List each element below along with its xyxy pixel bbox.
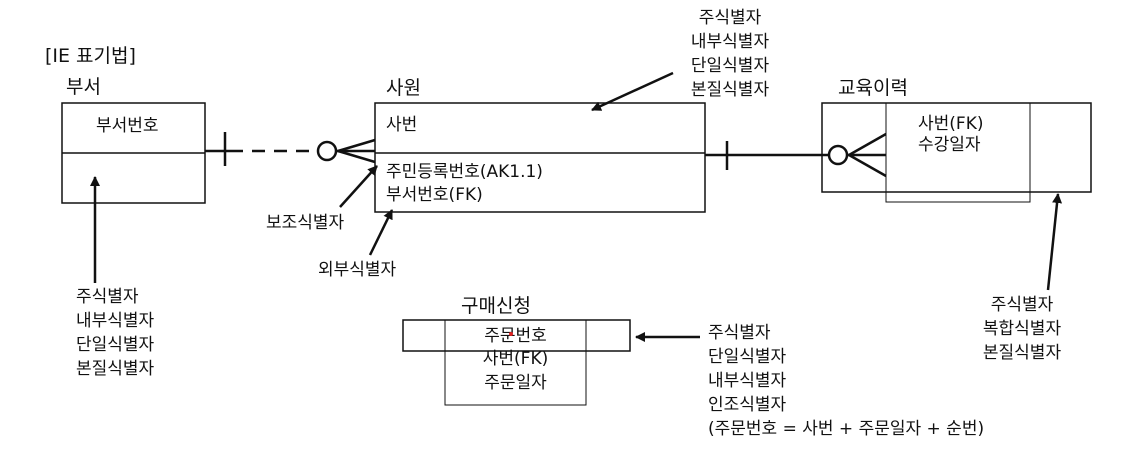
foreign-key-annotation: 외부식별자	[318, 260, 397, 280]
dept-entity-name: 부서	[66, 76, 101, 98]
order-pk-attr: 주문번호	[484, 326, 547, 346]
emp-entity-name: 사원	[386, 77, 421, 99]
emp-pk-annotation: 주식별자 내부식별자 단일식별자 본질식별자	[676, 6, 784, 102]
edu-pk-attr-1: 사번(FK)	[918, 114, 984, 134]
annotation-line: 단일식별자	[76, 335, 155, 355]
annotation-line: 주식별자	[708, 323, 771, 343]
order-attr-emp-fk: 사번(FK)	[482, 349, 549, 369]
annotation-line: 본질식별자	[76, 359, 155, 379]
emp-entity-box	[374, 102, 706, 213]
dept-pk-annotation: 주식별자 내부식별자 단일식별자 본질식별자	[76, 285, 154, 381]
emp-edu-relationship	[705, 132, 887, 178]
arrow-foreign-key	[368, 209, 394, 256]
order-entity-name: 구매신청	[461, 295, 531, 317]
marker-dot	[509, 332, 513, 336]
arrow-emp-pk	[591, 71, 674, 112]
arrow-edu-pk	[1046, 193, 1063, 291]
order-attr-date: 주문일자	[484, 373, 547, 393]
emp-attr-fk: 부서번호(FK)	[386, 185, 483, 205]
arrow-alt-key	[339, 165, 378, 208]
annotation-line: 주식별자	[990, 295, 1054, 315]
annotation-line: (주문번호 = 사번 + 주문일자 + 순번)	[708, 419, 985, 439]
annotation-line: 인조식별자	[708, 395, 787, 415]
dept-pk-attr: 부서번호	[96, 116, 159, 136]
annotation-line: 내부식별자	[76, 311, 155, 331]
emp-attr-alt-key: 주민등록번호(AK1.1)	[386, 162, 543, 182]
annotation-line: 주식별자	[76, 287, 139, 307]
annotation-line: 단일식별자	[708, 347, 787, 367]
edu-pk-attr-2: 수강일자	[918, 135, 981, 155]
dept-emp-relationship	[205, 132, 376, 166]
annotation-line: 내부식별자	[690, 32, 770, 52]
edu-entity-inner-box	[885, 102, 1031, 203]
order-entity-inner-box	[444, 319, 587, 406]
annotation-line: 본질식별자	[690, 80, 770, 100]
annotation-line: 복합식별자	[982, 319, 1062, 339]
notation-label: [IE 표기법]	[45, 45, 136, 67]
order-pk-annotation: 주식별자 단일식별자 내부식별자 인조식별자 (주문번호 = 사번 + 주문일자…	[708, 321, 984, 441]
annotation-line: 본질식별자	[982, 343, 1062, 363]
edu-pk-annotation: 주식별자 복합식별자 본질식별자	[968, 293, 1076, 365]
annotation-line: 내부식별자	[708, 371, 787, 391]
edu-entity-name: 교육이력	[838, 77, 908, 99]
annotation-line: 단일식별자	[690, 56, 770, 76]
emp-pk-attr: 사번	[386, 115, 418, 135]
alt-key-annotation: 보조식별자	[266, 213, 345, 233]
annotation-line: 주식별자	[698, 8, 762, 28]
